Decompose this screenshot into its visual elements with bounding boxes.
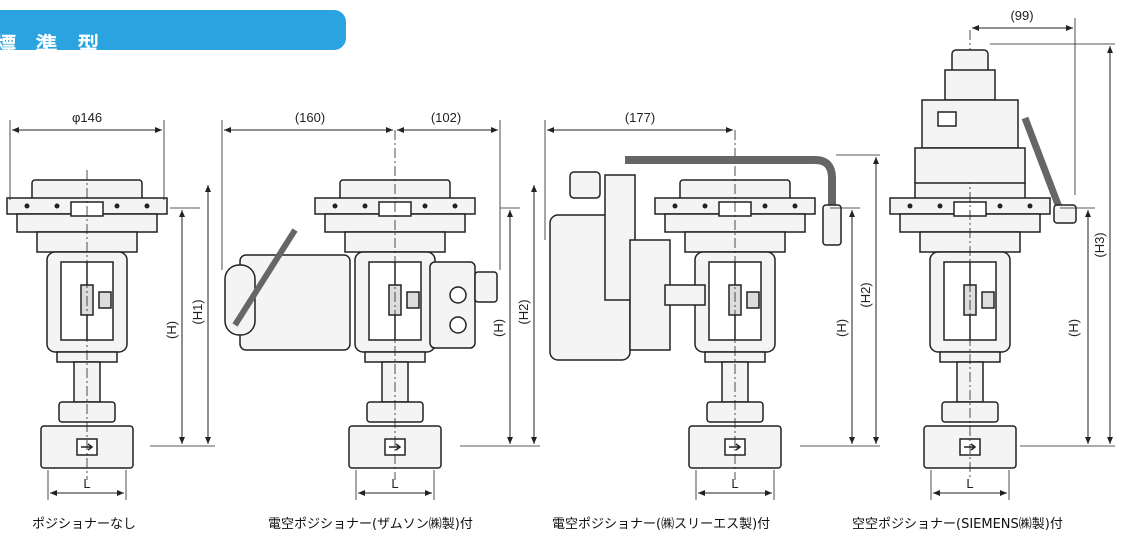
dim-width-label: φ146 [72,110,102,125]
dim-l-label: L [83,476,90,491]
dim-h-label: (H) [164,321,179,339]
section-banner: 標 準 型 [0,10,346,59]
view-plain: φ146 (H) (H1) L [6,110,215,500]
dim-l-label: L [966,476,973,491]
dim-right-label: (102) [431,110,461,125]
dim-h1-label: (H1) [190,299,205,324]
caption-samson: 電空ポジショナー(ザムソン㈱製)付 [268,517,473,532]
view-siemens: (99) (H) (H3) L [889,8,1115,500]
caption-siemens: 空空ポジショナー(SIEMENS㈱製)付 [852,517,1063,532]
dim-h-label: (H) [834,319,849,337]
section-title: 標 準 型 [0,34,106,59]
dim-width-label: (177) [625,110,655,125]
dim-width-label: (99) [1010,8,1033,23]
view-samson: (160) (102) (H) (H2) L [221,110,540,500]
dim-left-label: (160) [295,110,325,125]
dim-l-label: L [731,476,738,491]
dim-h2-label: (H2) [516,299,531,324]
dim-h-label: (H) [491,319,506,337]
view-threes: (177) (H) (H2) L [544,110,880,500]
dim-h-label: (H) [1066,319,1081,337]
dim-l-label: L [391,476,398,491]
caption-threes: 電空ポジショナー(㈱スリーエス製)付 [552,517,771,532]
dim-h3-label: (H3) [1092,232,1107,257]
dim-h2-label: (H2) [858,282,873,307]
caption-plain: ポジショナーなし [32,517,137,532]
